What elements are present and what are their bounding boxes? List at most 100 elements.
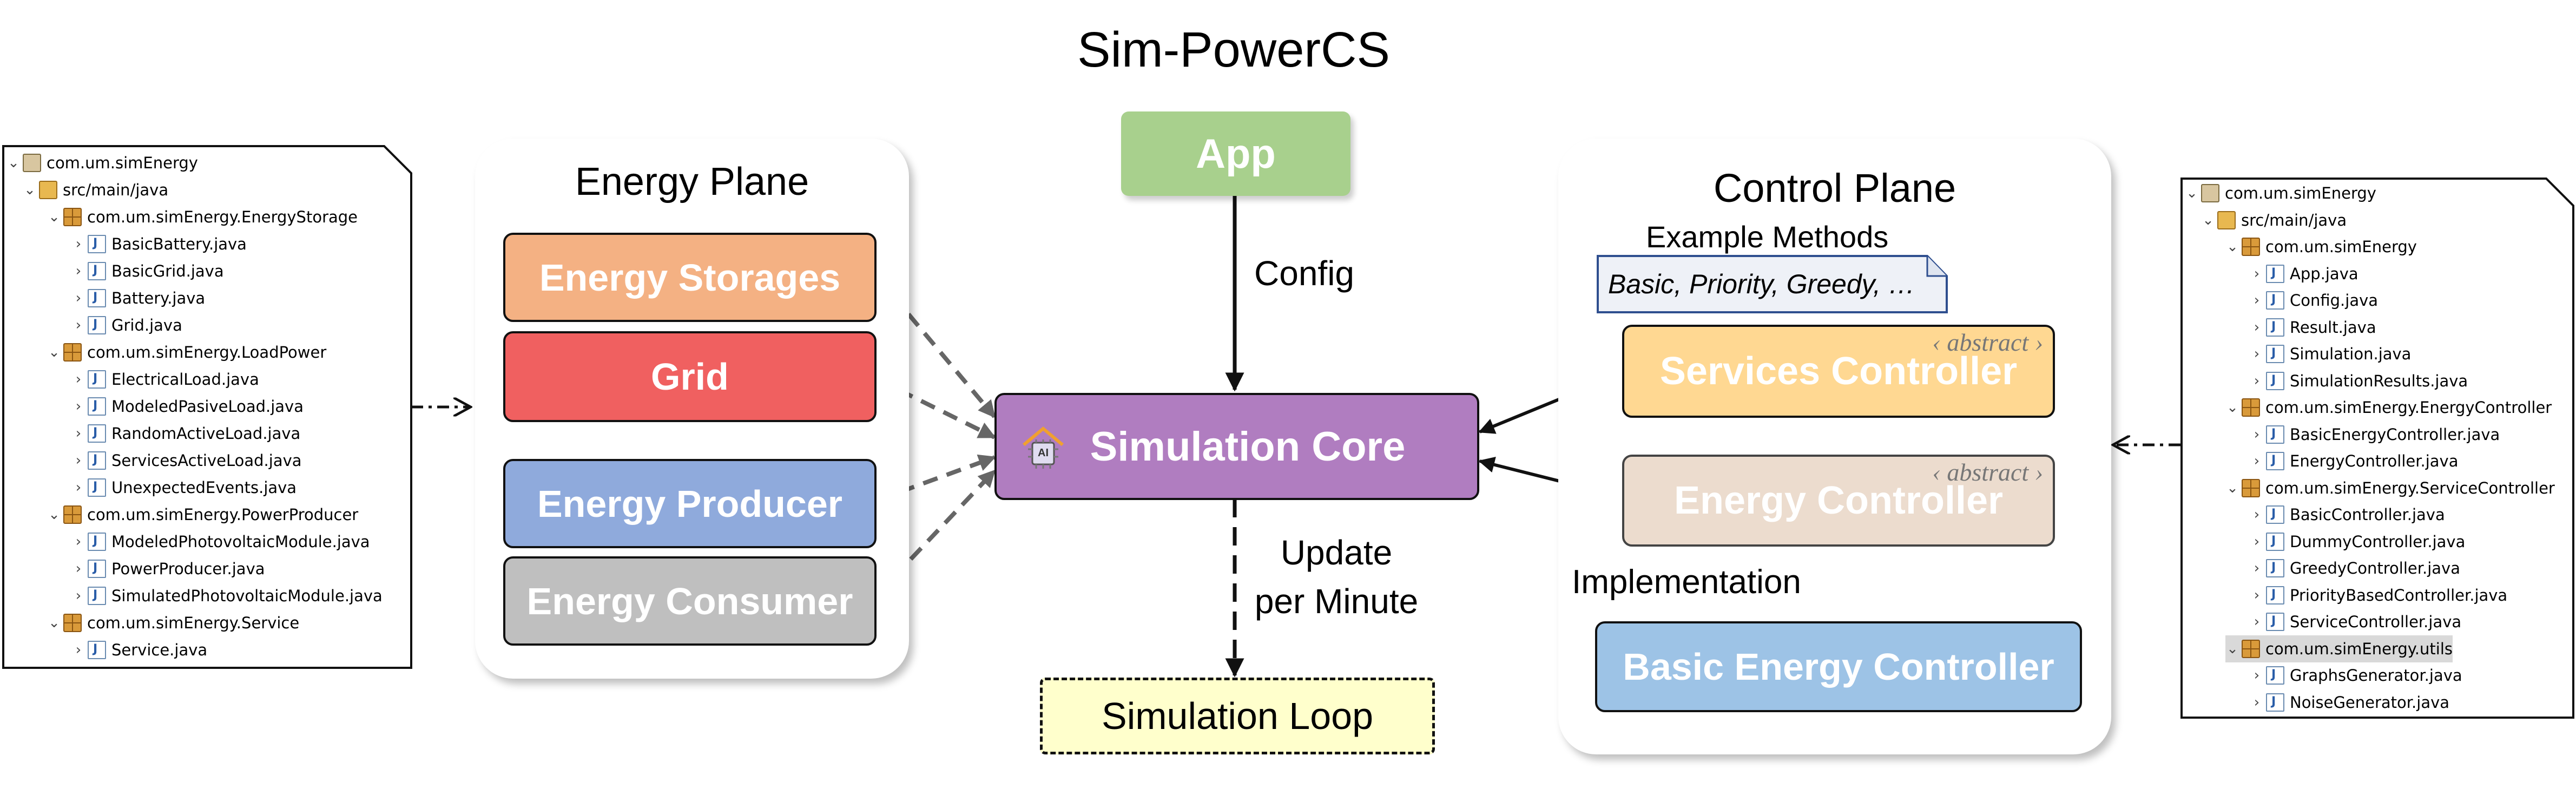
- grid-to-core-arrow: [875, 377, 996, 439]
- tree-item[interactable]: ⌄com.um.simEnergy.EnergyStorage: [47, 203, 358, 231]
- example-methods-title: Example Methods: [1646, 220, 1889, 254]
- java-file-icon: [2266, 608, 2284, 635]
- chevron-right-icon[interactable]: ›: [75, 398, 82, 415]
- tree-item[interactable]: ›DummyController.java: [2250, 528, 2466, 555]
- chevron-down-icon[interactable]: ⌄: [48, 209, 60, 225]
- chevron-right-icon[interactable]: ›: [75, 290, 82, 306]
- tree-item[interactable]: ›Battery.java: [71, 284, 205, 312]
- tree-item[interactable]: ›NoiseGenerator.java: [2250, 688, 2449, 716]
- chevron-right-icon[interactable]: ›: [2254, 265, 2260, 282]
- tree-item-label: RandomActiveLoad.java: [111, 424, 301, 443]
- tree-item[interactable]: ›ServicesActiveLoad.java: [71, 446, 302, 474]
- tree-item[interactable]: ›EnergyController.java: [2250, 447, 2459, 475]
- energy-storages-block: Energy Storages: [503, 233, 877, 322]
- chevron-right-icon[interactable]: ›: [75, 452, 82, 469]
- chevron-right-icon[interactable]: ›: [2254, 667, 2260, 684]
- chevron-right-icon[interactable]: ›: [2254, 507, 2260, 523]
- java-file-icon: [88, 636, 106, 663]
- chevron-right-icon[interactable]: ›: [75, 371, 82, 387]
- tree-item[interactable]: ›Config.java: [2250, 286, 2378, 314]
- tree-item[interactable]: ›BasicGrid.java: [71, 257, 224, 285]
- tree-item[interactable]: ›BasicEnergyController.java: [2250, 421, 2500, 448]
- services-controller-label: Services Controller: [1659, 350, 2018, 393]
- chevron-down-icon[interactable]: ⌄: [2186, 185, 2198, 201]
- tree-item[interactable]: ⌄com.um.simEnergy.ServiceController: [2225, 475, 2555, 502]
- tree-item[interactable]: ›GraphsGenerator.java: [2250, 661, 2462, 689]
- chevron-right-icon[interactable]: ›: [2254, 533, 2260, 550]
- java-file-icon: [2266, 554, 2284, 581]
- chevron-right-icon[interactable]: ›: [2254, 346, 2260, 362]
- chevron-down-icon[interactable]: ⌄: [8, 155, 19, 171]
- tree-item[interactable]: ›GreedyController.java: [2250, 554, 2460, 582]
- implementation-label: Implementation: [1572, 563, 1801, 601]
- tree-item-label: UnexpectedEvents.java: [111, 478, 297, 497]
- tree-item[interactable]: ›Simulation.java: [2250, 340, 2412, 367]
- chevron-right-icon[interactable]: ›: [75, 263, 82, 279]
- tree-item[interactable]: ⌄com.um.simEnergy.EnergyController: [2225, 394, 2552, 421]
- chevron-down-icon[interactable]: ⌄: [2226, 239, 2238, 255]
- tree-item-label: Service.java: [111, 641, 208, 659]
- tree-item[interactable]: ›ElectricalLoad.java: [71, 365, 259, 393]
- chevron-right-icon[interactable]: ›: [75, 479, 82, 496]
- tree-item-label: com.um.simEnergy.utils: [2265, 639, 2453, 658]
- chevron-down-icon[interactable]: ⌄: [2226, 640, 2238, 657]
- chevron-down-icon[interactable]: ⌄: [24, 182, 36, 198]
- chevron-right-icon[interactable]: ›: [75, 561, 82, 577]
- right-project-tree: ⌄com.um.simEnergy⌄src/main/java⌄com.um.s…: [2180, 178, 2575, 719]
- tree-item[interactable]: › RandomActiveLoad.java: [71, 419, 301, 447]
- tree-item[interactable]: ›Result.java: [2250, 313, 2376, 341]
- tree-item[interactable]: ›PowerProducer.java: [71, 555, 265, 582]
- tree-item[interactable]: ›App.java: [2250, 260, 2358, 287]
- tree-item[interactable]: ⌄ com.um.simEnergy: [2225, 233, 2417, 260]
- tree-item[interactable]: ⌄src/main/java: [2201, 207, 2347, 234]
- chevron-down-icon[interactable]: ⌄: [2226, 479, 2238, 496]
- tree-item-label: com.um.simEnergy: [2265, 238, 2417, 256]
- tree-item[interactable]: ›ModeledPhotovoltaicModule.java: [71, 528, 370, 555]
- tree-item[interactable]: ⌄ com.um.simEnergy.utils: [2225, 635, 2453, 662]
- chevron-right-icon[interactable]: ›: [2254, 292, 2260, 308]
- tree-item-label: PriorityBasedController.java: [2290, 586, 2508, 605]
- tree-item[interactable]: ⌄com.um.simEnergy.LoadPower: [47, 339, 326, 366]
- chevron-right-icon[interactable]: ›: [2254, 372, 2260, 389]
- chevron-down-icon[interactable]: ⌄: [48, 615, 60, 631]
- tree-item[interactable]: ›SimulationResults.java: [2250, 367, 2468, 395]
- tree-item[interactable]: › UnexpectedEvents.java: [71, 474, 297, 501]
- java-file-icon: [2266, 260, 2284, 287]
- chevron-right-icon[interactable]: ›: [75, 588, 82, 604]
- package-icon: [2242, 478, 2260, 497]
- tree-item-label: com.um.simEnergy: [47, 154, 198, 172]
- chevron-right-icon[interactable]: ›: [75, 425, 82, 442]
- java-file-icon: [2266, 313, 2284, 340]
- chevron-right-icon[interactable]: ›: [75, 236, 82, 252]
- tree-item[interactable]: ⌄com.um.simEnergy.PowerProducer: [47, 501, 358, 528]
- tree-item[interactable]: ⌄src/main/java: [23, 176, 168, 203]
- services-abstract-tag: ‹ abstract ›: [1932, 328, 2043, 356]
- tree-item[interactable]: ⌄ com.um.simEnergy: [6, 149, 198, 176]
- chevron-right-icon[interactable]: ›: [75, 642, 82, 658]
- chevron-down-icon[interactable]: ⌄: [2226, 399, 2238, 416]
- chevron-right-icon[interactable]: ›: [2254, 587, 2260, 603]
- control-plane-title: Control Plane: [1713, 166, 1956, 211]
- tree-item[interactable]: ›ModeledPasiveLoad.java: [71, 392, 304, 420]
- chevron-right-icon[interactable]: ›: [75, 534, 82, 550]
- tree-item[interactable]: ›BasicBattery.java: [71, 230, 247, 258]
- chevron-down-icon[interactable]: ⌄: [48, 344, 60, 360]
- chevron-right-icon[interactable]: ›: [2254, 560, 2260, 576]
- chevron-right-icon[interactable]: ›: [2254, 453, 2260, 469]
- chevron-right-icon[interactable]: ›: [2254, 426, 2260, 443]
- tree-item[interactable]: ⌄com.um.simEnergy.Service: [47, 609, 299, 636]
- chevron-down-icon[interactable]: ⌄: [2202, 212, 2214, 228]
- tree-item[interactable]: ›BasicController.java: [2250, 501, 2445, 528]
- tree-item[interactable]: ⌄com.um.simEnergy: [2185, 180, 2376, 207]
- chevron-right-icon[interactable]: ›: [2254, 614, 2260, 630]
- tree-item[interactable]: › Service.java: [71, 636, 207, 663]
- chevron-right-icon[interactable]: ›: [2254, 319, 2260, 336]
- tree-item[interactable]: ›SimulatedPhotovoltaicModule.java: [71, 582, 383, 609]
- tree-item[interactable]: ›Grid.java: [71, 311, 182, 339]
- tree-item[interactable]: ›ServiceController.java: [2250, 608, 2461, 635]
- chevron-right-icon[interactable]: ›: [2254, 694, 2260, 711]
- chevron-down-icon[interactable]: ⌄: [48, 507, 60, 523]
- chevron-right-icon[interactable]: ›: [75, 317, 82, 333]
- example-methods-note: Basic, Priority, Greedy, …: [1596, 254, 1949, 314]
- tree-item[interactable]: › PriorityBasedController.java: [2250, 581, 2508, 609]
